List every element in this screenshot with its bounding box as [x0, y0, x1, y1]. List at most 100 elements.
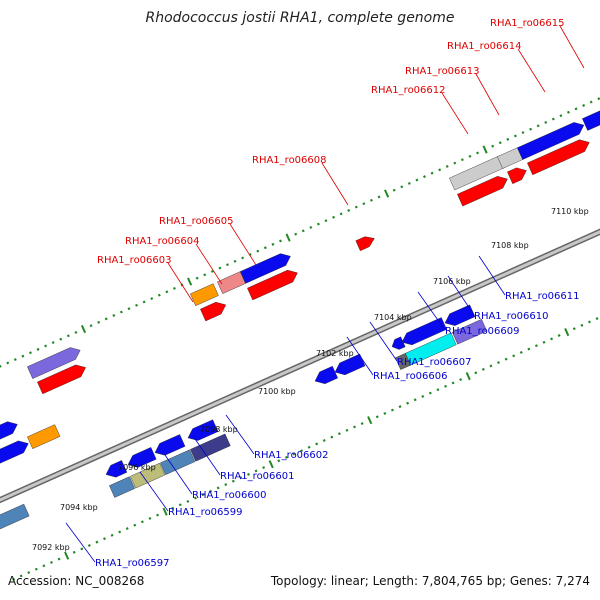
upper-tick — [66, 334, 70, 338]
lower-tick — [262, 466, 266, 470]
upper-tick — [36, 347, 40, 351]
kbp-scale-label: 7104 kbp — [374, 313, 412, 322]
upper-tick — [369, 198, 373, 202]
lower-tick — [307, 445, 311, 449]
upper-tick — [142, 300, 146, 304]
upper-tick — [339, 212, 343, 216]
genome-title: Rhodococcus jostii RHA1, complete genome — [145, 10, 455, 26]
kbp-scale-label: 7092 kbp — [32, 543, 70, 552]
gene-label-leader — [441, 92, 469, 135]
upper-tick — [529, 127, 533, 131]
gene-arrow — [457, 176, 508, 207]
gene-arrow — [507, 167, 527, 185]
lower-tick — [292, 452, 296, 456]
gene-label-leader — [139, 471, 169, 512]
lower-tick — [315, 442, 319, 446]
genome-backbone-shadow — [0, 228, 600, 504]
upper-tick — [218, 266, 222, 270]
gene-arrow — [444, 304, 476, 326]
gene-arrow — [105, 460, 128, 478]
gene-label-top: RHA1_ro06603 — [97, 255, 172, 266]
upper-tick — [589, 100, 593, 104]
lower-tick — [50, 560, 53, 564]
lower-tick — [162, 507, 168, 516]
upper-tick — [51, 341, 55, 345]
lower-tick — [103, 537, 106, 541]
gene-label-top: RHA1_ro06612 — [371, 85, 446, 96]
lower-tick — [459, 378, 463, 381]
lower-tick — [550, 337, 554, 341]
upper-tick — [407, 181, 411, 185]
gene-arrow — [517, 122, 585, 160]
lower-tick — [193, 496, 197, 500]
upper-tick — [203, 273, 207, 277]
lower-tick — [564, 328, 570, 337]
accession-text: Accession: NC_008268 — [8, 574, 145, 588]
gene-label-leader — [195, 243, 223, 285]
lower-tick — [178, 503, 182, 507]
gene-label-leader — [447, 275, 475, 316]
gene-label-bottom: RHA1_ro06600 — [192, 490, 267, 501]
gene-box — [405, 332, 457, 366]
gene-arrow — [200, 301, 227, 322]
gene-arrow — [582, 110, 600, 131]
gene-arrow — [27, 347, 81, 379]
upper-tick — [582, 104, 586, 107]
upper-tick — [347, 209, 351, 212]
lower-tick — [277, 459, 281, 463]
upper-tick — [423, 175, 426, 179]
lower-tick — [436, 388, 440, 392]
gene-label-leader — [346, 336, 374, 376]
gene-label-leader — [192, 435, 221, 476]
upper-tick — [285, 233, 291, 242]
upper-tick — [256, 249, 260, 253]
upper-tick — [279, 239, 282, 243]
upper-tick — [309, 225, 313, 229]
gene-arrow — [314, 365, 339, 384]
genome-backbone — [0, 230, 600, 502]
upper-tick — [157, 293, 161, 297]
upper-tick — [567, 110, 570, 114]
gene-arrow — [154, 434, 186, 456]
lower-tick — [19, 574, 23, 578]
upper-tick — [536, 124, 540, 128]
lower-tick — [588, 320, 591, 324]
upper-tick — [165, 290, 169, 294]
lower-tick — [527, 347, 531, 351]
upper-tick — [362, 202, 366, 206]
upper-tick — [97, 320, 101, 324]
gene-label-top: RHA1_ro06615 — [490, 18, 565, 29]
gene-box — [160, 449, 196, 475]
kbp-scale-label: 7102 kbp — [316, 349, 354, 358]
kbp-scale-label: 7100 kbp — [258, 387, 296, 396]
lower-tick — [542, 340, 546, 344]
lower-tick — [224, 483, 228, 486]
gene-label-bottom: RHA1_ro06609 — [445, 326, 520, 337]
gene-label-bottom: RHA1_ro06602 — [254, 450, 329, 461]
lower-tick — [125, 527, 129, 531]
lower-tick — [489, 364, 493, 368]
lower-tick — [390, 408, 394, 412]
lower-tick — [140, 520, 144, 524]
lower-tick — [209, 489, 213, 493]
gene-label-bottom: RHA1_ro06599 — [168, 507, 243, 518]
gene-box — [190, 283, 219, 307]
upper-tick — [0, 364, 2, 368]
lower-tick — [268, 460, 274, 469]
lower-tick — [519, 350, 523, 354]
lower-tick — [201, 493, 205, 497]
upper-tick — [445, 165, 449, 168]
kbp-scale-label: 7098 kbp — [200, 425, 238, 434]
upper-tick — [6, 361, 10, 365]
upper-tick — [89, 324, 93, 328]
upper-tick — [233, 259, 237, 263]
upper-tick — [400, 185, 404, 189]
lower-tick — [474, 371, 478, 375]
upper-tick — [453, 161, 457, 165]
upper-tick — [468, 154, 472, 158]
lower-tick — [95, 540, 99, 544]
gene-label-leader — [475, 73, 500, 116]
upper-tick — [491, 144, 495, 148]
upper-tick — [74, 330, 78, 334]
upper-tick — [13, 358, 17, 361]
